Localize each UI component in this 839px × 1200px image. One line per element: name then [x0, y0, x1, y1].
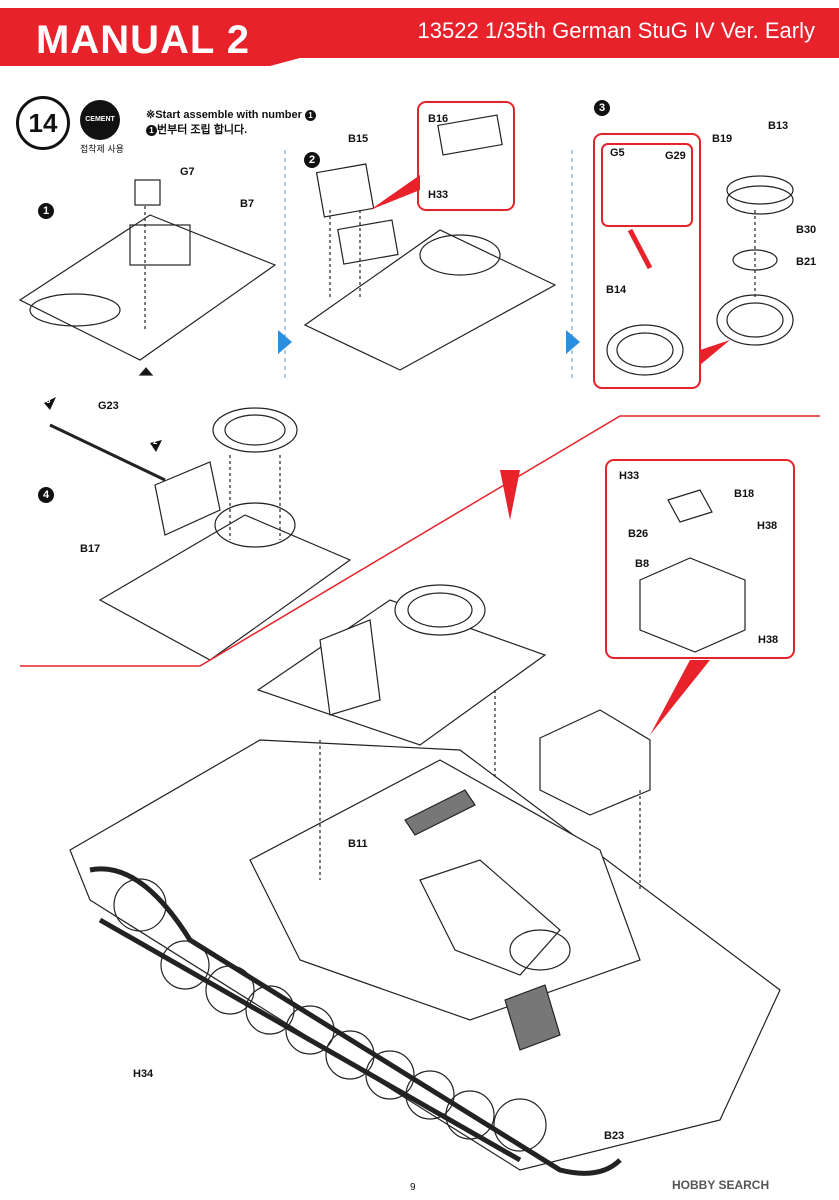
- note-english: ※Start assemble with number: [146, 109, 302, 121]
- part-label-b14: B14: [606, 284, 627, 296]
- part-label-g5: G5: [610, 147, 625, 159]
- watermark-logo: HOBBY SEARCH: [672, 1178, 770, 1192]
- part-label-b18: B18: [734, 488, 755, 500]
- part-label-h33-top: H33: [428, 189, 449, 201]
- part-label-g29: G29: [665, 150, 686, 162]
- ref-arrow-3: 3: [46, 396, 51, 405]
- cement-caption: 접착제 사용: [80, 144, 124, 154]
- ref-arrow-2: 2: [153, 437, 158, 446]
- page-title: MANUAL 2: [36, 18, 250, 62]
- part-label-g7: G7: [180, 166, 195, 178]
- substep-4-badge: 4: [38, 487, 54, 503]
- blue-arrow-icon: [566, 330, 580, 354]
- note-korean: 번부터 조립 합니다.: [157, 124, 248, 136]
- part-label-h38-b: H38: [758, 634, 779, 646]
- step-number: 14: [16, 96, 70, 150]
- note-number-icon-ko: 1: [146, 124, 157, 136]
- part-label-b8: B8: [635, 558, 650, 570]
- note-number-icon: 1: [305, 109, 316, 121]
- part-label-b21: B21: [796, 256, 817, 268]
- part-label-g23: G23: [98, 400, 119, 412]
- part-label-b7: B7: [240, 198, 255, 210]
- part-label-b17: B17: [80, 543, 101, 555]
- part-label-h34: H34: [133, 1068, 154, 1080]
- substep-1-badge: 1: [38, 203, 54, 219]
- banner-shape: [0, 8, 839, 66]
- blue-arrow-icon: [278, 330, 292, 354]
- part-label-b23: B23: [604, 1130, 625, 1142]
- part-label-h33-box: H33: [619, 470, 640, 482]
- part-label-b13: B13: [768, 120, 789, 132]
- header-banner: MANUAL 2 13522 1/35th German StuG IV Ver…: [0, 0, 839, 70]
- part-label-b26: B26: [628, 528, 649, 540]
- part-label-b16: B16: [428, 113, 449, 125]
- substep-2-badge: 2: [304, 152, 320, 168]
- kit-subtitle: 13522 1/35th German StuG IV Ver. Early: [417, 18, 815, 43]
- part-label-b11: B11: [348, 838, 368, 850]
- cement-icon: CEMENT: [80, 100, 120, 140]
- part-label-h38-a: H38: [757, 520, 778, 532]
- part-label-b30: B30: [796, 224, 817, 236]
- substep-3-badge: 3: [594, 100, 610, 116]
- part-label-b15: B15: [348, 133, 369, 145]
- part-label-b19: B19: [712, 133, 733, 145]
- page-number: 9: [410, 1182, 416, 1193]
